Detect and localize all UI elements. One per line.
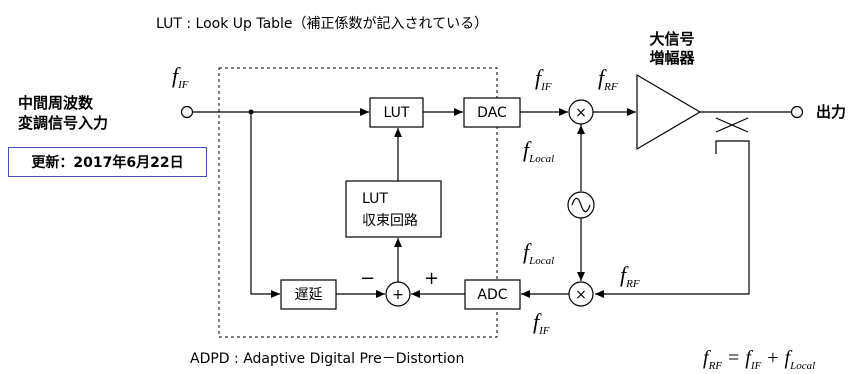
- fif-input-symbol: fIF: [172, 63, 189, 91]
- input-terminal: [180, 105, 194, 119]
- lut-label: LUT: [384, 105, 410, 121]
- converge-label-1: LUT: [362, 191, 388, 207]
- fif-dac-symbol: fIF: [535, 65, 552, 93]
- summer-symbol: +: [392, 287, 404, 303]
- amplifier-triangle: [636, 73, 702, 151]
- delay-label: 遅延: [295, 287, 323, 303]
- upper-mixer-symbol: ×: [575, 105, 587, 121]
- flocal-lower-symbol: fLocal: [523, 239, 554, 267]
- date-badge: 更新：2017年6月22日: [8, 147, 207, 177]
- amp-label-1: 大信号: [649, 30, 694, 48]
- dac-block: [463, 97, 521, 128]
- plus-sign: +: [424, 268, 439, 289]
- minus-sign: −: [360, 268, 375, 289]
- feedback-line: [596, 140, 750, 295]
- coupler-line-b: [715, 117, 749, 133]
- flocal-upper-symbol: fLocal: [523, 137, 554, 165]
- output-terminal: [790, 105, 804, 119]
- lut-block: [369, 97, 424, 128]
- dac-label: DAC: [477, 105, 507, 121]
- sine-icon: [571, 197, 591, 213]
- output-label: 出力: [816, 103, 846, 121]
- frf-lower-symbol: fRF: [620, 262, 640, 290]
- frequency-equation: fRF=fIF+fLocal: [703, 347, 815, 372]
- adc-label: ADC: [477, 287, 507, 303]
- converge-label-2: 収束回路: [362, 213, 418, 229]
- fif-adc-symbol: fIF: [533, 309, 550, 337]
- adc-block: [464, 279, 521, 310]
- adpd-note: ADPD : Adaptive Digital Pre－Distortion: [190, 351, 464, 367]
- amp-label-2: 増幅器: [649, 49, 695, 67]
- lut-note: LUT : Look Up Table（補正係数が記入されている）: [156, 15, 488, 32]
- delay-path-line: [250, 112, 279, 295]
- input-label-2: 変調信号入力: [18, 114, 108, 132]
- adpd-boundary: [218, 67, 498, 338]
- frf-upper-symbol: fRF: [598, 65, 618, 93]
- lut-convergence-block: [345, 180, 442, 238]
- lower-mixer-symbol: ×: [575, 287, 587, 303]
- input-label-1: 中間周波数: [18, 94, 94, 112]
